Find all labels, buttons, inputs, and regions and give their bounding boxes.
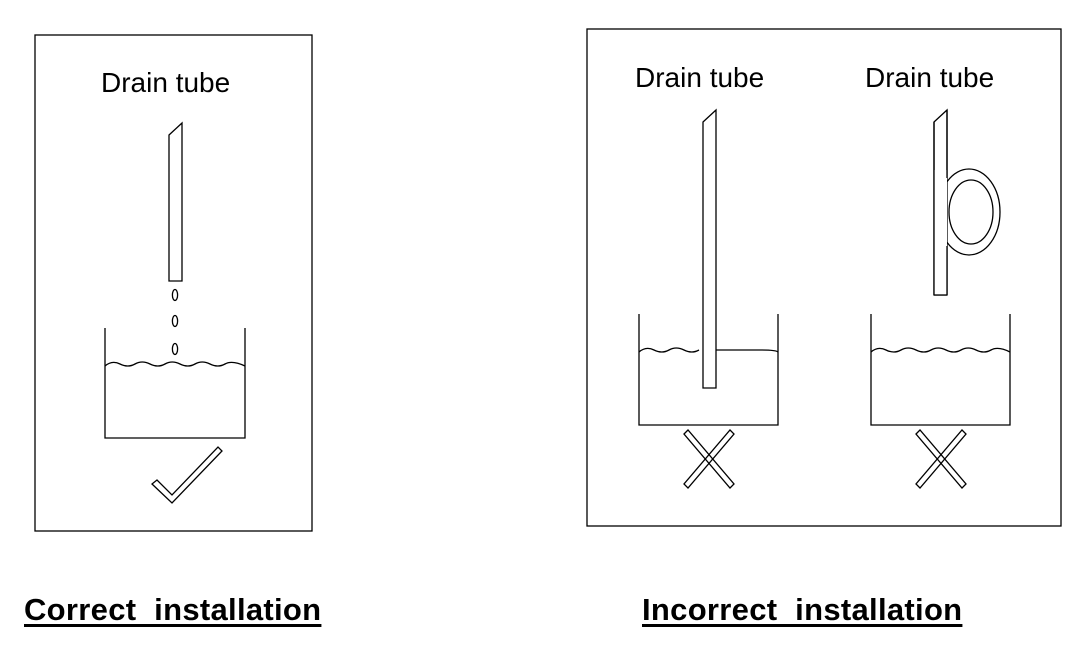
drain-tube (168, 121, 183, 282)
cross-mark-icon (683, 429, 735, 489)
water-surface (104, 361, 246, 367)
incorrect-tube-label-submerged: Drain tube (635, 62, 764, 93)
incorrect-installation-caption: Incorrect installation (642, 592, 963, 627)
water-drop (171, 288, 179, 302)
cross-mark-icon (915, 429, 967, 489)
water-container (638, 314, 779, 426)
correct-panel: Drain tube (34, 34, 313, 532)
incorrect-panel-frame (586, 28, 1062, 527)
drain-tube-submerged (702, 108, 717, 389)
water-surface (638, 347, 779, 353)
correct-tube-label: Drain tube (101, 67, 230, 98)
incorrect-panel: Drain tube Drain tube (586, 28, 1062, 527)
incorrect-tube-label-looped: Drain tube (865, 62, 994, 93)
correct-installation-caption: Correct installation (24, 592, 322, 627)
tube-loop-inner (948, 179, 994, 245)
water-surface (870, 347, 1011, 353)
check-mark-icon (151, 446, 223, 504)
correct-panel-frame (34, 34, 313, 532)
water-container (104, 328, 246, 439)
water-drops (171, 288, 179, 356)
water-container (870, 314, 1011, 426)
water-drop (171, 342, 179, 356)
water-drop (171, 314, 179, 328)
